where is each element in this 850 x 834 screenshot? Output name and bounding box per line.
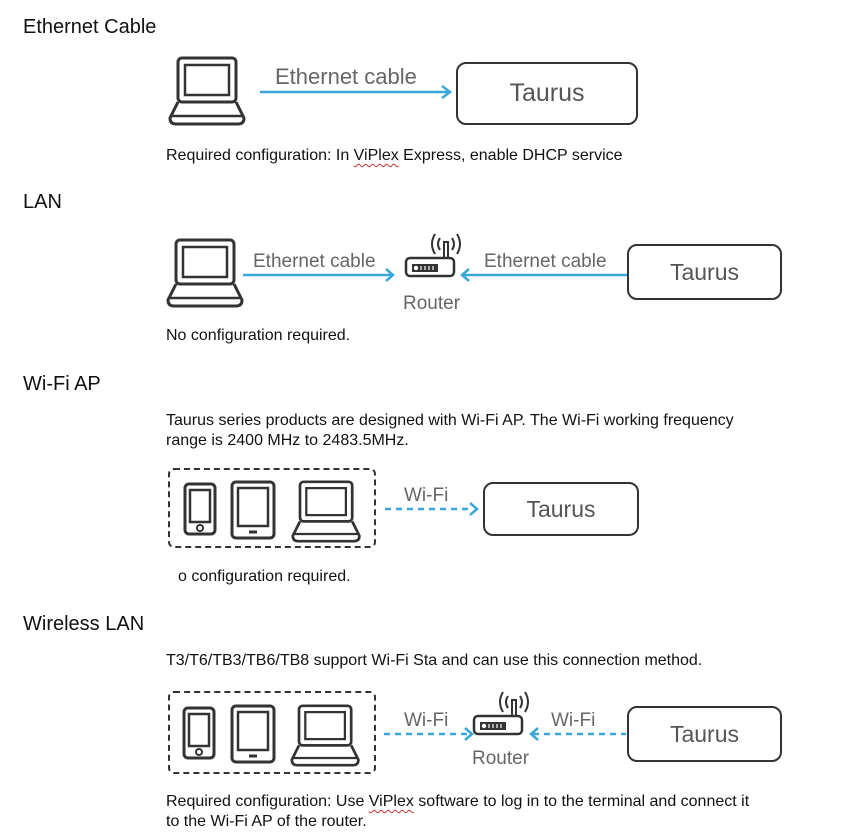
arrow-right-icon <box>243 268 395 282</box>
laptop-icon <box>168 56 246 126</box>
taurus-device-box: Taurus <box>483 482 639 536</box>
laptop-icon <box>291 480 361 543</box>
config-note: o configuration required. <box>178 568 351 585</box>
description: T3/T6/TB3/TB6/TB8 support Wi-Fi Sta and … <box>166 652 703 669</box>
note-text: to the Wi-Fi AP of the router. <box>166 813 367 830</box>
phone-icon <box>183 482 217 536</box>
wifi-arrow-left-icon <box>529 727 626 741</box>
note-text: software to log in to the terminal and c… <box>413 793 750 810</box>
config-note: No configuration required. <box>166 327 351 344</box>
section-title-wireless-lan: Wireless LAN <box>23 613 145 635</box>
taurus-label: Taurus <box>669 258 740 285</box>
taurus-device-box: Taurus <box>456 62 638 125</box>
cable-label-left: Ethernet cable <box>253 251 376 272</box>
description-line: Taurus series products are designed with… <box>166 412 734 429</box>
wifi-arrow-right-icon <box>384 727 474 741</box>
cable-label-right: Ethernet cable <box>484 251 607 272</box>
wifi-label-left: Wi-Fi <box>404 710 449 731</box>
router-icon <box>404 232 462 278</box>
viplex-term: ViPlex <box>353 147 399 164</box>
laptop-icon <box>290 704 360 767</box>
config-note: Required configuration: Use ViPlex softw… <box>166 792 749 832</box>
tablet-icon <box>230 704 276 764</box>
taurus-device-box: Taurus <box>627 706 782 762</box>
router-label: Router <box>403 293 461 314</box>
taurus-label: Taurus <box>669 720 740 747</box>
wifi-label: Wi-Fi <box>404 485 449 506</box>
tablet-icon <box>230 480 276 540</box>
note-text: Required configuration: Use <box>166 793 369 810</box>
laptop-icon <box>166 238 244 308</box>
arrow-right-icon <box>260 85 453 99</box>
client-devices-group <box>168 691 376 774</box>
config-note: Required configuration: In ViPlex Expres… <box>166 146 623 166</box>
note-text: Required configuration: In <box>166 147 354 164</box>
router-icon <box>472 690 530 736</box>
section-title-ethernet-cable: Ethernet Cable <box>23 16 157 38</box>
phone-icon <box>182 706 216 760</box>
wifi-label-right: Wi-Fi <box>551 710 596 731</box>
description-line: range is 2400 MHz to 2483.5MHz. <box>166 432 409 449</box>
taurus-label: Taurus <box>509 79 585 107</box>
section-title-lan: LAN <box>23 191 62 213</box>
arrow-left-icon <box>460 268 627 282</box>
section-title-wifi-ap: Wi-Fi AP <box>23 373 101 395</box>
router-label: Router <box>472 748 530 769</box>
viplex-term: ViPlex <box>368 793 414 810</box>
wifi-arrow-right-icon <box>385 502 479 516</box>
client-devices-group <box>168 468 376 548</box>
taurus-label: Taurus <box>526 495 596 522</box>
taurus-device-box: Taurus <box>627 244 782 300</box>
description: Taurus series products are designed with… <box>166 411 734 451</box>
cable-label: Ethernet cable <box>275 64 417 89</box>
note-text: Express, enable DHCP service <box>398 147 623 164</box>
